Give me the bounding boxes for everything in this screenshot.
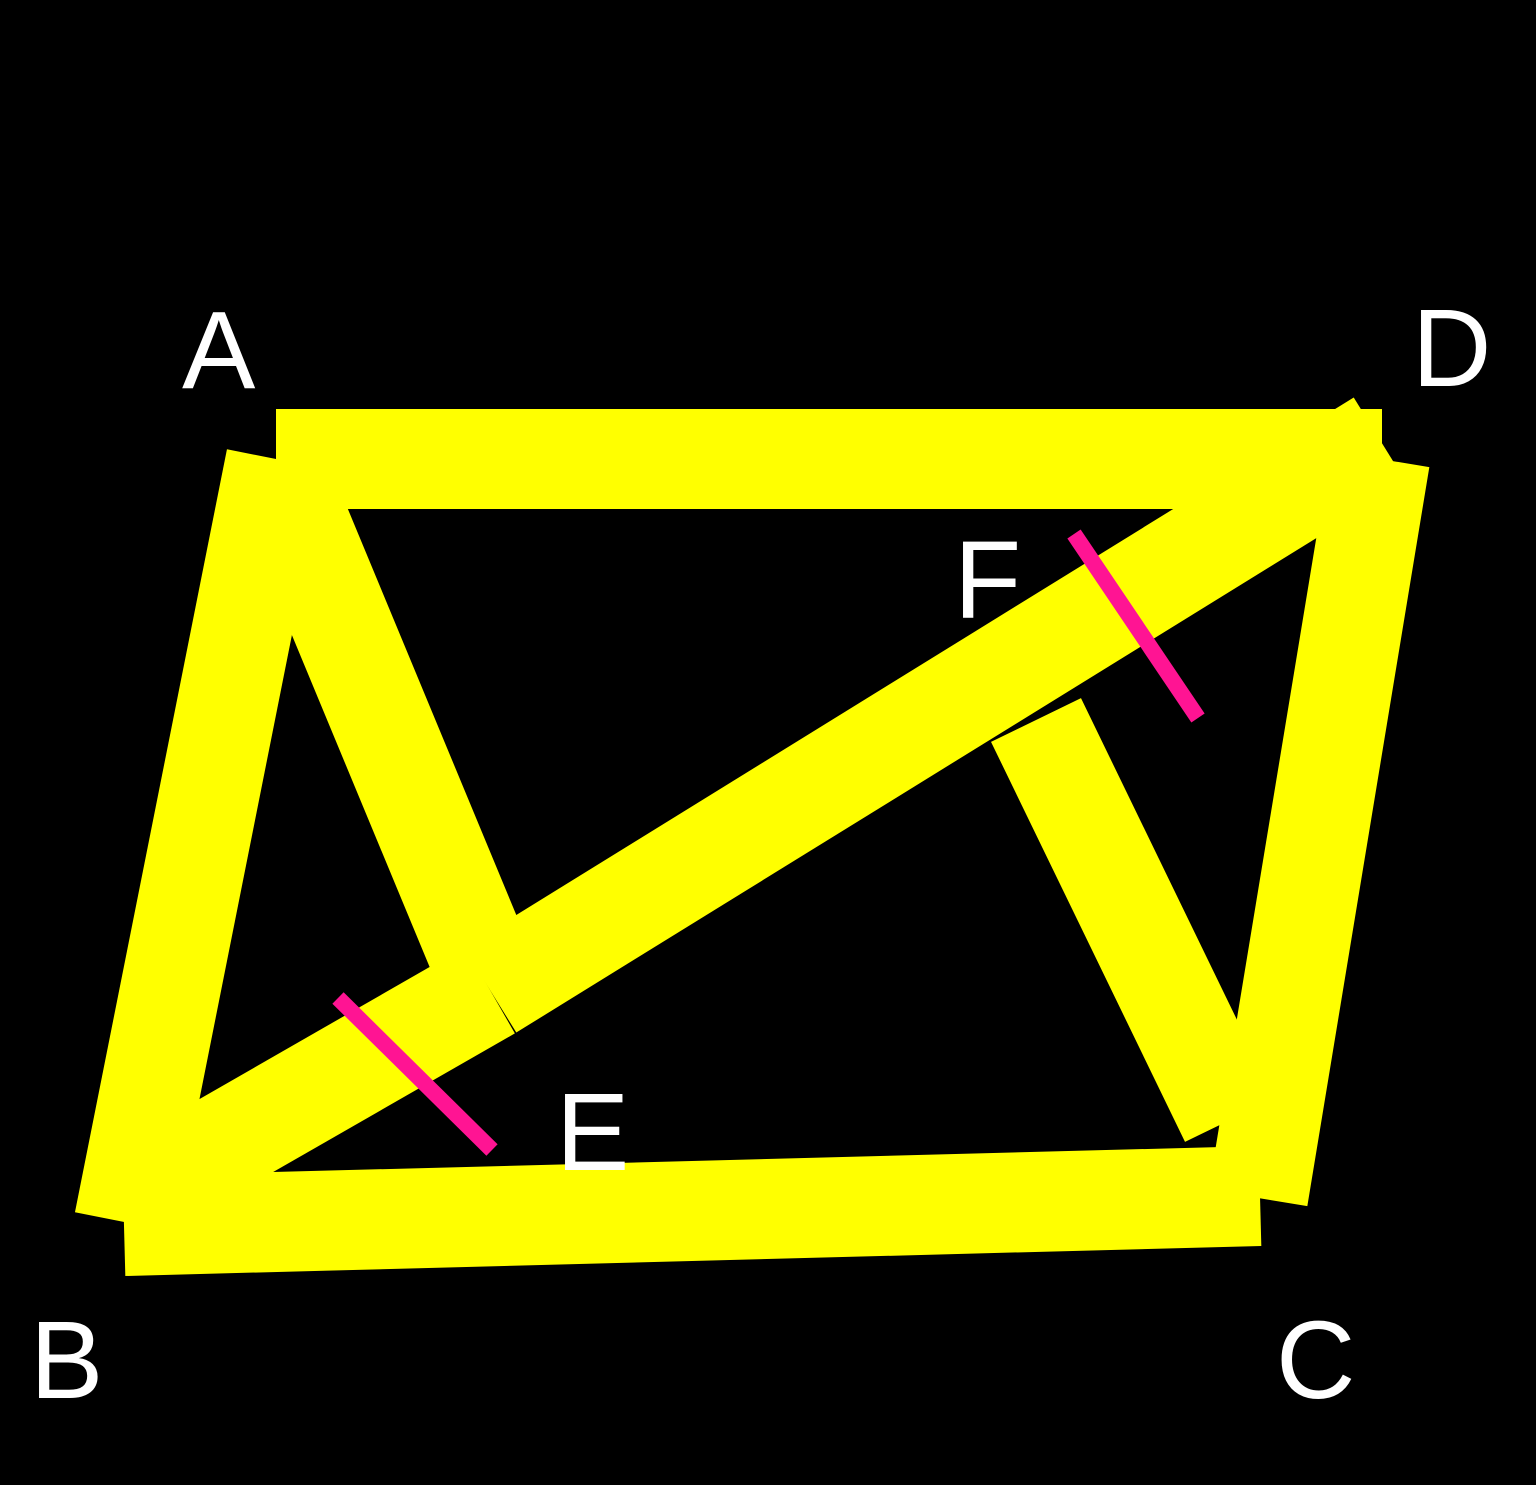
tick-mark-BE xyxy=(332,992,498,1156)
segment-AE xyxy=(243,480,532,990)
tick-mark-FD xyxy=(1067,529,1205,723)
segments xyxy=(74,397,1430,1276)
segment-BE xyxy=(99,946,515,1244)
label-D: D xyxy=(1412,287,1491,410)
segment-CF xyxy=(991,698,1275,1142)
label-E: E xyxy=(556,1071,629,1194)
label-A: A xyxy=(182,289,256,412)
segment-BC xyxy=(122,1146,1262,1276)
segment-AB xyxy=(74,449,326,1232)
label-B: B xyxy=(30,1299,103,1422)
tick-marks xyxy=(332,529,1205,1156)
segment-ED xyxy=(463,397,1407,1033)
label-C: C xyxy=(1276,1299,1355,1422)
segment-CD xyxy=(1208,450,1430,1207)
label-F: F xyxy=(954,519,1021,642)
